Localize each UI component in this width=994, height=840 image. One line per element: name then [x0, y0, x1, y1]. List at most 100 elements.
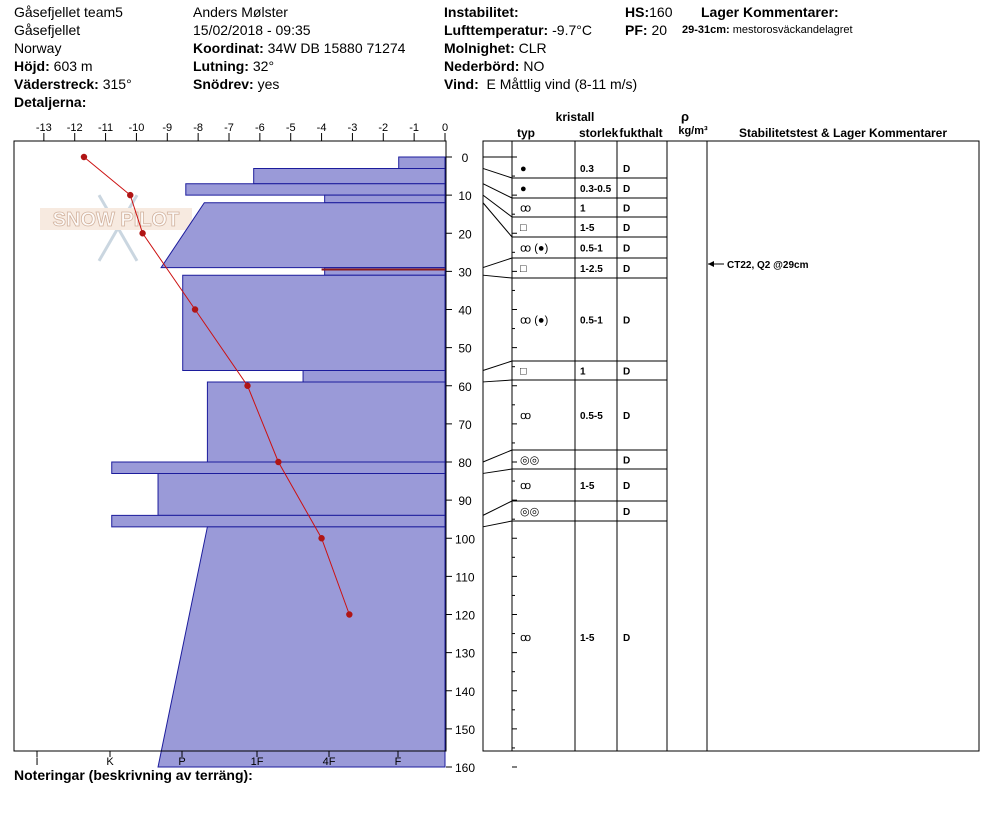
header-size: storlek: [579, 126, 619, 140]
moisture-value: D: [623, 184, 630, 195]
grain-type-symbol: ꝏ: [520, 632, 531, 644]
temp-tick-label: -10: [128, 122, 144, 134]
elevation: Höjd: 603 m: [14, 58, 93, 74]
sky-cover: Molnighet: CLR: [444, 40, 547, 56]
temp-tick-label: -1: [409, 122, 419, 134]
depth-tick-label: 90: [458, 494, 472, 508]
aspect: Väderstreck: 315°: [14, 76, 132, 92]
layer-boundary-connector: [482, 202, 513, 238]
details-label: Detaljerna:: [14, 94, 87, 110]
header-rho: ρ: [681, 109, 689, 124]
grain-type-symbol: □: [520, 366, 527, 378]
depth-tick-label: 30: [458, 265, 472, 279]
depth-tick-label: 150: [455, 723, 475, 737]
depth-tick-label: 70: [458, 418, 472, 432]
snowpilot-logo-text: SNOW PILOT: [53, 209, 180, 231]
grain-size: 0.5-1: [580, 316, 603, 327]
header-moisture: fukthalt: [619, 126, 662, 140]
grain-size: 1-5: [580, 223, 595, 234]
hardness-bar-2: [185, 183, 446, 196]
temp-tick-label: -7: [224, 122, 234, 134]
temperature-point: [139, 230, 146, 237]
hardness-bar-10: [157, 472, 446, 516]
depth-tick-label: 40: [458, 304, 472, 318]
depth-tick-label: 110: [455, 570, 474, 584]
temperature-point: [244, 382, 251, 389]
layer-comments-label: Lager Kommentarer:: [701, 4, 839, 20]
grain-type-symbol: ◎◎: [520, 455, 539, 467]
layer-boundary-connector: [482, 257, 513, 269]
foot-penetration: PF: 20: [625, 22, 668, 38]
layer-boundary-connector: [482, 274, 513, 279]
slope-angle: Lutning: 32°: [193, 58, 275, 74]
layer-boundary-connector: [482, 379, 513, 383]
snowpilot-logo: [40, 194, 192, 262]
hardness-tick-label: P: [178, 756, 185, 768]
header-type: typ: [517, 126, 535, 140]
grain-size: 0.3-0.5: [580, 184, 612, 195]
temp-tick-label: -13: [36, 122, 52, 134]
temperature-point: [127, 191, 134, 199]
snow-height: HS:160: [625, 4, 673, 20]
moisture-value: D: [623, 164, 630, 175]
layer-boundary-connector: [482, 183, 513, 199]
hardness-bar-12: [157, 526, 446, 768]
grain-type-symbol: ꝏ (●): [520, 315, 548, 327]
hardness-bar-0: [398, 156, 446, 169]
air-temperature: Lufttemperatur: -9.7°C: [444, 22, 592, 38]
header-density: kg/m³: [678, 125, 708, 137]
depth-tick-label: 10: [458, 189, 472, 203]
grain-size: 1-5: [580, 633, 595, 644]
stability-arrow-head: [708, 261, 714, 267]
hardness-bar-4: [160, 202, 446, 269]
grain-type-symbol: ꝏ: [520, 480, 531, 492]
temp-tick-label: -8: [193, 122, 203, 134]
layer-boundary-connector: [482, 500, 513, 516]
notes-label: Noteringar (beskrivning av terräng):: [14, 767, 253, 783]
depth-tick-label: 0: [462, 151, 469, 165]
hardness-tick-label: K: [106, 756, 114, 768]
depth-tick-label: 160: [455, 761, 475, 775]
grain-size: 0.3: [580, 164, 594, 175]
temperature-point: [80, 153, 88, 161]
moisture-value: D: [623, 223, 630, 234]
moisture-value: D: [623, 507, 630, 518]
grain-size: 1-2.5: [580, 264, 603, 275]
layer-boundary-connector: [482, 360, 513, 371]
stability-test-result: CT22, Q2 @29cm: [727, 260, 809, 271]
moisture-value: D: [623, 456, 630, 467]
temp-tick-label: -9: [162, 122, 172, 134]
hardness-bar-11: [111, 514, 446, 528]
depth-tick-label: 120: [455, 609, 475, 623]
temp-tick-label: -2: [378, 122, 388, 134]
hardness-tick-label: 4F: [323, 756, 336, 768]
hardness-bar-6: [182, 274, 446, 371]
temp-tick-label: -4: [317, 122, 327, 134]
depth-tick-label: 130: [455, 647, 475, 661]
snow-drift: Snödrev: yes: [193, 76, 280, 92]
location-name: Gåsefjellet: [14, 22, 81, 38]
grain-size: 1: [580, 367, 586, 378]
moisture-value: D: [623, 316, 630, 327]
layer-boundary-connector: [482, 194, 513, 218]
wind: Vind: E Måttlig vind (8-11 m/s): [444, 76, 638, 92]
grain-type-symbol: ꝏ: [520, 203, 531, 215]
depth-tick-label: 60: [458, 380, 472, 394]
hardness-tick-label: 1F: [251, 756, 264, 768]
precipitation: Nederbörd: NO: [444, 58, 545, 74]
layer-boundary-connector: [482, 520, 513, 528]
grain-type-symbol: ꝏ: [520, 410, 531, 422]
header-crystal: kristall: [556, 110, 595, 124]
grain-type-symbol: □: [520, 263, 527, 275]
grain-type-symbol: ꝏ (●): [520, 243, 548, 255]
layer-boundary-connector: [482, 449, 513, 463]
grain-type-symbol: ●: [520, 183, 527, 195]
temperature-point: [318, 535, 325, 542]
grain-type-symbol: ◎◎: [520, 506, 539, 518]
hardness-tick-label: I: [35, 756, 38, 768]
observer-name: Anders Mølster: [193, 4, 288, 20]
layer-boundary-connector: [482, 167, 513, 179]
coordinate: Koordinat: 34W DB 15880 71274: [193, 40, 406, 56]
depth-tick-label: 80: [458, 456, 472, 470]
